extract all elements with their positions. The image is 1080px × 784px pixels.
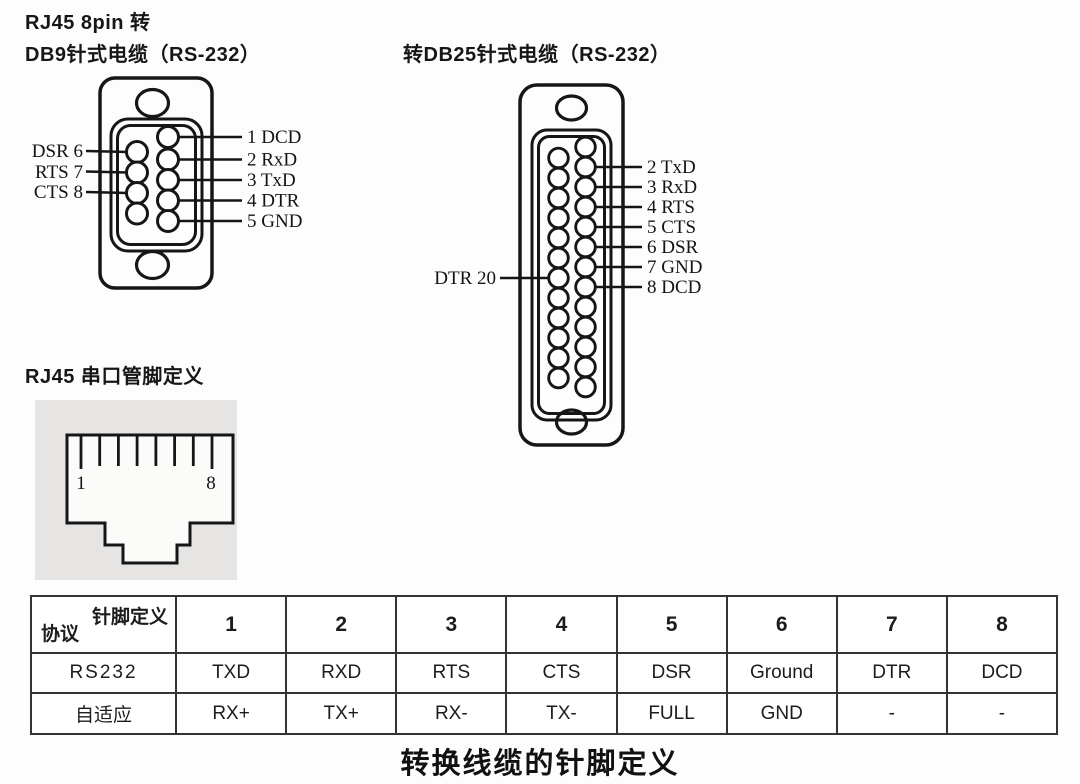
column-header-1: 1 xyxy=(174,595,288,654)
title-rj45-pinout: RJ45 串口管脚定义 xyxy=(25,366,204,388)
db9-label-3txd: 3 TxD xyxy=(247,170,296,191)
column-header-8: 8 xyxy=(945,595,1059,654)
db25-label-3rxd: 3 RxD xyxy=(647,177,697,198)
rj45-pin-lines xyxy=(79,435,214,469)
corner-label-protocol: 协议 xyxy=(41,624,80,645)
cell-rs232-pin4: CTS xyxy=(505,652,618,694)
db25-mount-hole-bottom xyxy=(554,408,589,436)
column-header-4: 4 xyxy=(505,595,618,654)
db9-pin-8 xyxy=(125,181,149,205)
db9-label-rts7: RTS 7 xyxy=(35,162,83,183)
db9-shell-inner xyxy=(116,124,197,246)
pin-definition-table: 针脚定义 协议 1 2 3 4 5 6 7 8 RS232 TXD RXD RT… xyxy=(30,595,1059,735)
db9-label-cts8: CTS 8 xyxy=(34,182,83,203)
db25-label-8dcd: 8 DCD xyxy=(647,277,701,298)
db25-leader-lines xyxy=(500,165,642,289)
db25-label-2txd: 2 TxD xyxy=(647,157,696,178)
cell-adaptive-pin2: TX+ xyxy=(285,692,398,735)
db9-pin-9 xyxy=(125,201,149,226)
cell-adaptive-pin8: - xyxy=(945,692,1059,735)
db25-mount-hole-top xyxy=(554,94,589,122)
table-header-row: 针脚定义 协议 1 2 3 4 5 6 7 8 xyxy=(30,595,1059,654)
title-rj45-8pin: RJ45 8pin 转 xyxy=(25,12,151,34)
corner-label-pin-definition: 针脚定义 xyxy=(91,607,168,628)
cell-rs232-pin5: DSR xyxy=(615,652,728,694)
rj45-jack-diagram: 1 8 xyxy=(35,400,237,580)
cell-adaptive-pin4: TX- xyxy=(505,692,618,735)
db25-connector-diagram: 2 TxD 3 RxD 4 RTS 5 CTS 6 DSR 7 GND 8 DC… xyxy=(434,83,702,447)
db9-shell-outer xyxy=(109,117,204,253)
db9-label-2rxd: 2 RxD xyxy=(247,150,297,171)
db9-body-outline xyxy=(98,76,214,290)
rj45-jack-outline xyxy=(65,433,235,565)
cell-adaptive-pin1: RX+ xyxy=(174,692,288,735)
cell-rs232-pin3: RTS xyxy=(395,652,508,694)
column-header-2: 2 xyxy=(285,595,398,654)
db9-mount-hole-top xyxy=(134,87,171,119)
rj45-pin1-number: 1 xyxy=(76,473,86,494)
title-db9-cable: DB9针式电缆（RS-232） xyxy=(25,44,261,66)
db25-pins xyxy=(547,135,597,399)
rj45-pin8-number: 8 xyxy=(206,473,216,494)
db9-label-1dcd: 1 DCD xyxy=(247,127,301,148)
table-row-rs232: RS232 TXD RXD RTS CTS DSR Ground DTR DCD xyxy=(30,652,1059,694)
db9-pin-2 xyxy=(156,147,180,172)
db9-pin-4 xyxy=(156,188,180,213)
column-header-6: 6 xyxy=(725,595,838,654)
column-header-5: 5 xyxy=(615,595,728,654)
row-label-adaptive: 自适应 xyxy=(30,692,177,735)
db9-pin-3 xyxy=(156,168,180,192)
db9-pins xyxy=(125,125,180,233)
column-header-3: 3 xyxy=(395,595,508,654)
cell-rs232-pin7: DTR xyxy=(835,652,948,694)
title-db25-cable: 转DB25针式电缆（RS-232） xyxy=(403,44,671,66)
db9-label-5gnd: 5 GND xyxy=(247,211,302,232)
cell-adaptive-pin7: - xyxy=(835,692,948,735)
cell-adaptive-pin6: GND xyxy=(725,692,838,735)
db9-label-4dtr: 4 DTR xyxy=(247,191,300,212)
db9-mount-hole-bottom xyxy=(134,249,171,281)
table-row-adaptive: 自适应 RX+ TX+ RX- TX- FULL GND - - xyxy=(30,692,1059,735)
db25-label-7gnd: 7 GND xyxy=(647,257,702,278)
db9-pin-1 xyxy=(156,125,180,149)
cell-rs232-pin2: RXD xyxy=(285,652,398,694)
db25-body-outline xyxy=(518,83,625,447)
db25-label-5cts: 5 CTS xyxy=(647,217,696,238)
db25-label-dtr20: DTR 20 xyxy=(434,268,496,289)
db9-pin-7 xyxy=(125,160,149,185)
db9-pin-6 xyxy=(125,140,149,164)
db25-label-6dsr: 6 DSR xyxy=(647,237,699,258)
cell-rs232-pin6: Ground xyxy=(725,652,838,694)
db9-connector-diagram: DSR 6 RTS 7 CTS 8 1 DCD 2 RxD 3 TxD 4 DT… xyxy=(32,76,302,290)
table-corner-cell: 针脚定义 协议 xyxy=(30,595,177,654)
row-label-rs232: RS232 xyxy=(30,652,177,694)
db25-label-4rts: 4 RTS xyxy=(647,197,695,218)
cell-rs232-pin8: DCD xyxy=(945,652,1059,694)
db25-shell-inner xyxy=(537,135,606,415)
cell-rs232-pin1: TXD xyxy=(174,652,288,694)
figure-caption: 转换线缆的针脚定义 xyxy=(400,748,680,780)
db9-leader-lines xyxy=(85,135,242,223)
db9-label-dsr6: DSR 6 xyxy=(32,141,83,162)
column-header-7: 7 xyxy=(835,595,948,654)
cell-adaptive-pin3: RX- xyxy=(395,692,508,735)
db25-shell-outer xyxy=(530,128,613,422)
db9-pin-5 xyxy=(156,209,180,233)
cell-adaptive-pin5: FULL xyxy=(615,692,728,735)
